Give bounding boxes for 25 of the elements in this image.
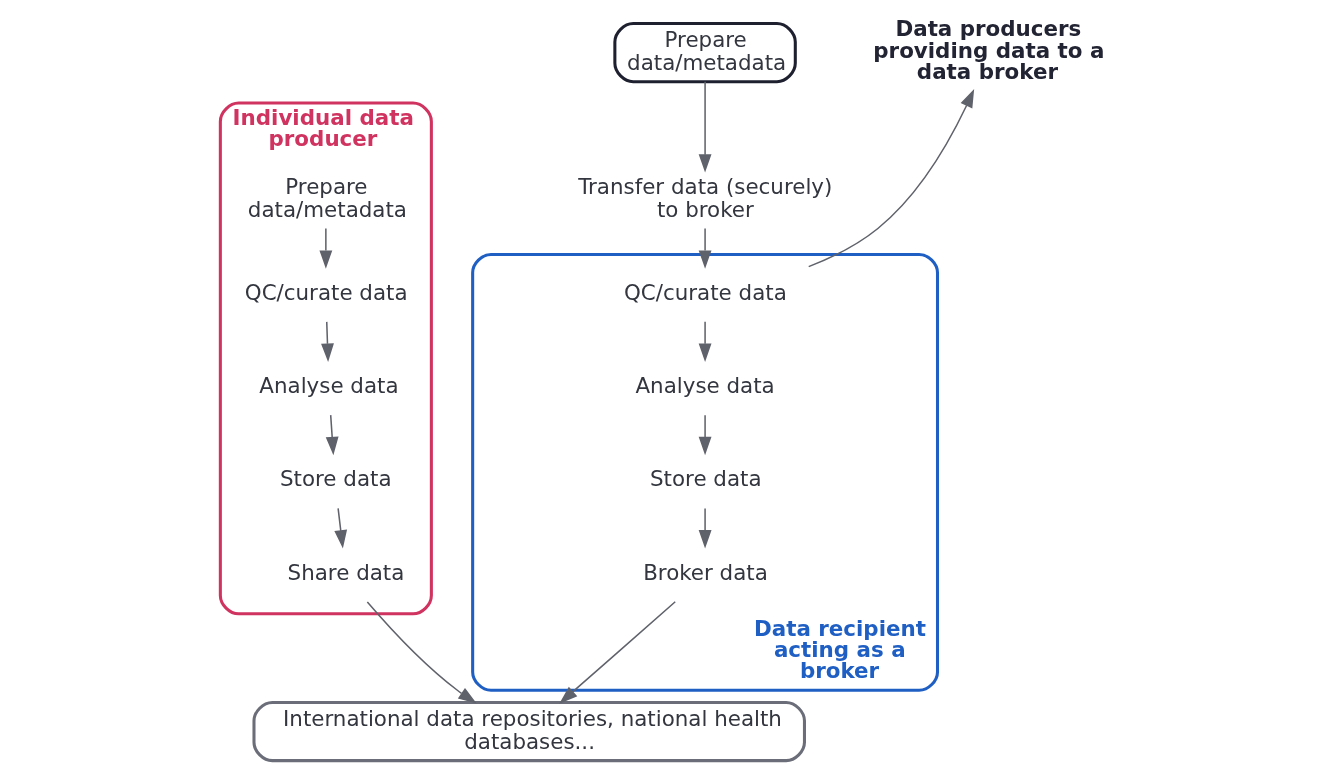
node-text: QC/curate data: [623, 279, 787, 305]
arrow: [325, 414, 339, 456]
node-box: International data repositories, national health databases...: [251, 700, 806, 763]
arrow: [366, 601, 477, 704]
node-text: Data producers providing data to a data broker: [872, 16, 1104, 84]
node-text: Broker data: [642, 559, 768, 585]
node-text: Store data: [279, 466, 392, 492]
arrow: [698, 414, 711, 456]
node-text: QC/curate data: [244, 279, 408, 305]
arrow: [333, 507, 347, 549]
arrow: [698, 81, 711, 173]
arrow: [320, 321, 334, 362]
node-text: Store data: [649, 466, 762, 492]
node-text: Prepare data/metadata: [247, 173, 407, 222]
node-text: Analyse data: [635, 373, 775, 399]
arrow: [698, 321, 711, 362]
node-box: Prepare data/metadata: [612, 22, 797, 84]
node-text: Analyse data: [258, 373, 399, 399]
node-text: Transfer data (securely) to broker: [577, 173, 832, 222]
arrow: [698, 507, 711, 549]
arrow: [558, 601, 676, 704]
arrow: [698, 227, 711, 269]
arrow: [318, 227, 332, 269]
node-text: Share data: [287, 559, 404, 585]
arrow: [807, 89, 974, 268]
